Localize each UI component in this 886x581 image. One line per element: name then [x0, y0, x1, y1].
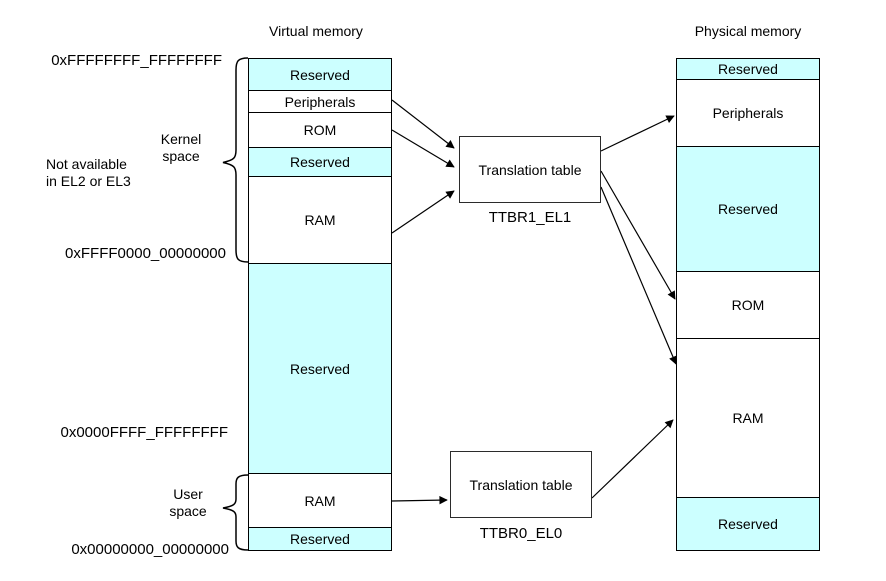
- not-available-label: Not available in EL2 or EL3: [46, 156, 131, 189]
- arrow-ttbr1-to-physical-ram: [600, 186, 677, 365]
- virtual-segment-kernel-ram: RAM: [249, 177, 391, 264]
- physical-segment-reserved-top: Reserved: [677, 59, 819, 80]
- address-bottom: 0x00000000_00000000: [71, 541, 229, 558]
- virtual-segment-reserved-bottom: Reserved: [249, 528, 391, 550]
- ttbr1-register-label: TTBR1_EL1: [488, 209, 572, 226]
- physical-segment-reserved-bottom: Reserved: [677, 498, 819, 550]
- arrow-virtual-rom-to-ttbr1: [391, 129, 455, 168]
- kernel-space-label: Kernel space: [160, 131, 202, 164]
- virtual-memory-title: Virtual memory: [269, 23, 363, 39]
- address-kernel-bottom: 0xFFFF0000_00000000: [65, 245, 226, 262]
- virtual-memory-column: Reserved Peripherals ROM Reserved RAM Re…: [248, 58, 392, 551]
- virtual-segment-peripherals: Peripherals: [249, 91, 391, 113]
- user-space-label: User space: [169, 486, 207, 519]
- physical-segment-rom: ROM: [677, 272, 819, 339]
- user-space-brace: [222, 474, 249, 551]
- translation-table-ttbr0-box: Translation table: [450, 451, 592, 518]
- physical-segment-peripherals: Peripherals: [677, 80, 819, 147]
- virtual-segment-user-ram: RAM: [249, 474, 391, 528]
- arrow-ttbr0-to-physical-ram: [591, 419, 674, 499]
- physical-segment-reserved-middle: Reserved: [677, 147, 819, 272]
- virtual-segment-reserved-top: Reserved: [249, 59, 391, 91]
- arrow-virtual-user-ram-to-ttbr0: [391, 495, 448, 505]
- address-top: 0xFFFFFFFF_FFFFFFFF: [51, 52, 222, 69]
- virtual-segment-rom: ROM: [249, 113, 391, 148]
- arrow-virtual-ram-to-ttbr1: [391, 190, 455, 234]
- physical-memory-column: Reserved Peripherals Reserved ROM RAM Re…: [676, 58, 820, 551]
- physical-segment-ram: RAM: [677, 339, 819, 498]
- kernel-space-brace: [222, 57, 249, 263]
- translation-table-ttbr1-box: Translation table: [459, 136, 601, 203]
- virtual-segment-reserved-kernel: Reserved: [249, 148, 391, 177]
- address-user-top: 0x0000FFFF_FFFFFFFF: [60, 424, 228, 441]
- arrow-ttbr1-to-physical-peripherals: [600, 115, 675, 152]
- ttbr0-register-label: TTBR0_EL0: [479, 525, 563, 542]
- physical-memory-title: Physical memory: [694, 23, 802, 39]
- arrow-virtual-peripherals-to-ttbr1: [391, 99, 455, 149]
- virtual-segment-reserved-middle: Reserved: [249, 264, 391, 474]
- arrow-ttbr1-to-physical-rom: [600, 170, 676, 300]
